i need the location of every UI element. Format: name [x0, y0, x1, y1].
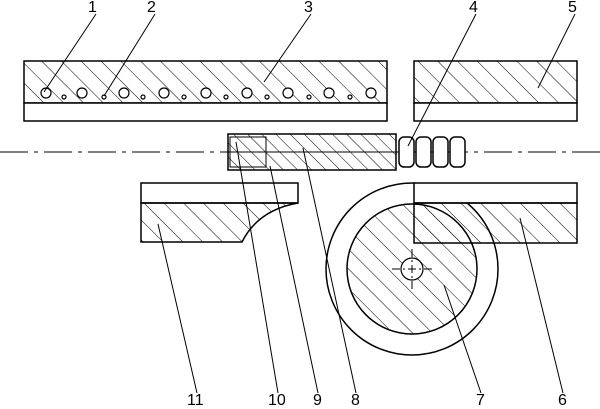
upper-left-block: [23, 60, 388, 122]
callout-7: 7: [476, 392, 485, 409]
central-bar: [227, 133, 397, 171]
callout-9: 9: [313, 392, 322, 409]
callout-2: 2: [147, 0, 156, 16]
segment-chain: [398, 136, 466, 168]
callout-labels: 1 2 3 4 5 6 7 8 9 10 11: [88, 0, 577, 409]
callout-6: 6: [558, 392, 567, 409]
callout-8: 8: [351, 392, 360, 409]
callout-1: 1: [88, 0, 97, 16]
lower-right-block: [413, 182, 578, 244]
callout-11: 11: [187, 392, 204, 409]
leader-lines: [43, 13, 576, 394]
heating-holes: [40, 87, 377, 100]
callout-10: 10: [268, 392, 286, 409]
callout-3: 3: [304, 0, 313, 16]
callout-5: 5: [568, 0, 577, 16]
lower-left-block: [140, 182, 299, 243]
upper-right-block: [413, 60, 578, 122]
callout-4: 4: [469, 0, 478, 16]
